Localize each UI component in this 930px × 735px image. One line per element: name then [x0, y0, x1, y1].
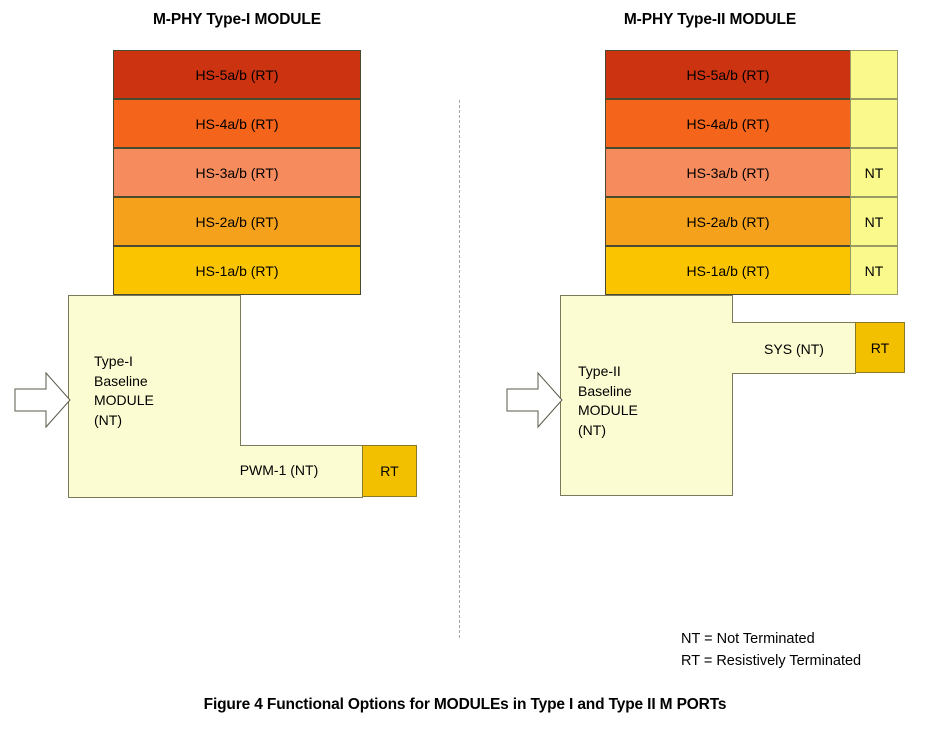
hs-lane-label: HS-4a/b (RT)	[687, 116, 770, 132]
hs-lane-row-3: HS-3a/b (RT)	[605, 148, 851, 197]
panel-title-type-ii: M-PHY Type-II MODULE	[586, 11, 834, 29]
hs-lane-nt-cell-1: NT	[850, 246, 898, 295]
panel-divider	[459, 100, 460, 638]
hs-lane-label: HS-3a/b (RT)	[196, 165, 279, 181]
hs-lane-row-5: HS-5a/b (RT)	[605, 50, 851, 99]
hs-lane-label: HS-1a/b (RT)	[196, 263, 279, 279]
terminator-label: RT	[871, 340, 889, 356]
terminator-label: RT	[380, 463, 398, 479]
hs-lane-row-2: HS-2a/b (RT)	[113, 197, 361, 246]
figure-caption: Figure 4 Functional Options for MODULEs …	[0, 696, 930, 714]
nt-cell-label: NT	[865, 214, 884, 230]
branch-lane-label-pwm1: PWM-1 (NT)	[196, 462, 362, 478]
hs-lane-row-2: HS-2a/b (RT)	[605, 197, 851, 246]
hs-lane-row-4: HS-4a/b (RT)	[113, 99, 361, 148]
baseline-module-label-type-ii: Type-II Baseline MODULE (NT)	[578, 362, 638, 440]
hs-lane-nt-cell-2: NT	[850, 197, 898, 246]
branch-lane-label-sys: SYS (NT)	[733, 341, 855, 357]
hs-lane-row-1: HS-1a/b (RT)	[113, 246, 361, 295]
hs-lane-row-5: HS-5a/b (RT)	[113, 50, 361, 99]
nt-cell-label: NT	[865, 165, 884, 181]
hs-lane-nt-cell-4	[850, 99, 898, 148]
hs-lane-row-1: HS-1a/b (RT)	[605, 246, 851, 295]
module-input-arrow-type-i	[14, 364, 72, 436]
hs-lane-label: HS-3a/b (RT)	[687, 165, 770, 181]
hs-lane-row-3: HS-3a/b (RT)	[113, 148, 361, 197]
panel-title-type-i: M-PHY Type-I MODULE	[113, 11, 361, 29]
hs-lane-label: HS-4a/b (RT)	[196, 116, 279, 132]
hs-lane-label: HS-5a/b (RT)	[196, 67, 279, 83]
nt-cell-label: NT	[865, 263, 884, 279]
hs-lane-label: HS-1a/b (RT)	[687, 263, 770, 279]
legend-item-rt: RT = Resistively Terminated	[681, 650, 861, 672]
legend-item-nt: NT = Not Terminated	[681, 628, 861, 650]
hs-lane-label: HS-2a/b (RT)	[687, 214, 770, 230]
hs-lane-row-4: HS-4a/b (RT)	[605, 99, 851, 148]
baseline-module-label-type-i: Type-I Baseline MODULE (NT)	[94, 352, 154, 430]
hs-lane-label: HS-2a/b (RT)	[196, 214, 279, 230]
hs-lane-label: HS-5a/b (RT)	[687, 67, 770, 83]
terminator-box-rt-type-ii: RT	[855, 322, 905, 373]
hs-lane-nt-cell-3: NT	[850, 148, 898, 197]
legend: NT = Not Terminated RT = Resistively Ter…	[681, 628, 861, 672]
module-input-arrow-type-ii	[506, 364, 564, 436]
hs-lane-nt-cell-5	[850, 50, 898, 99]
terminator-box-rt-type-i: RT	[362, 445, 417, 497]
